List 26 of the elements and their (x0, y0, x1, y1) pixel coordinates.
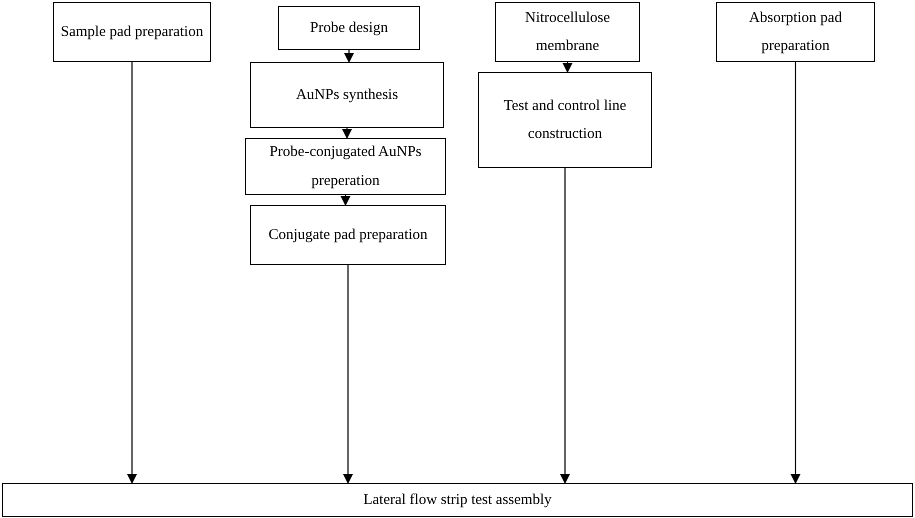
box-label: Absorption pad preparation (748, 8, 843, 56)
process-box (278, 6, 420, 50)
arrow (340, 195, 350, 206)
box-label: Lateral flow strip test assembly (363, 490, 552, 510)
process-box (245, 138, 446, 195)
box-label: Nitrocellulose membrane (524, 8, 611, 56)
process-box (53, 2, 211, 62)
process-box (478, 72, 652, 168)
process-box (2, 483, 913, 517)
arrow (790, 62, 800, 484)
process-box (495, 2, 640, 62)
arrow (562, 62, 572, 73)
process-box (716, 2, 875, 62)
box-label: Probe design (310, 18, 388, 38)
box-label: Test and control line construction (502, 96, 628, 144)
box-label: Conjugate pad preparation (268, 226, 428, 245)
process-box (250, 62, 444, 128)
box-label: Probe-conjugated AuNPs preperation (268, 143, 423, 190)
process-box (250, 205, 446, 265)
box-label: Sample pad preparation (60, 22, 204, 42)
box-label: AuNPs synthesis (296, 86, 398, 105)
arrow (560, 168, 570, 484)
arrow (344, 50, 354, 63)
arrow (343, 265, 353, 484)
arrow (342, 128, 352, 139)
arrow (127, 62, 137, 484)
